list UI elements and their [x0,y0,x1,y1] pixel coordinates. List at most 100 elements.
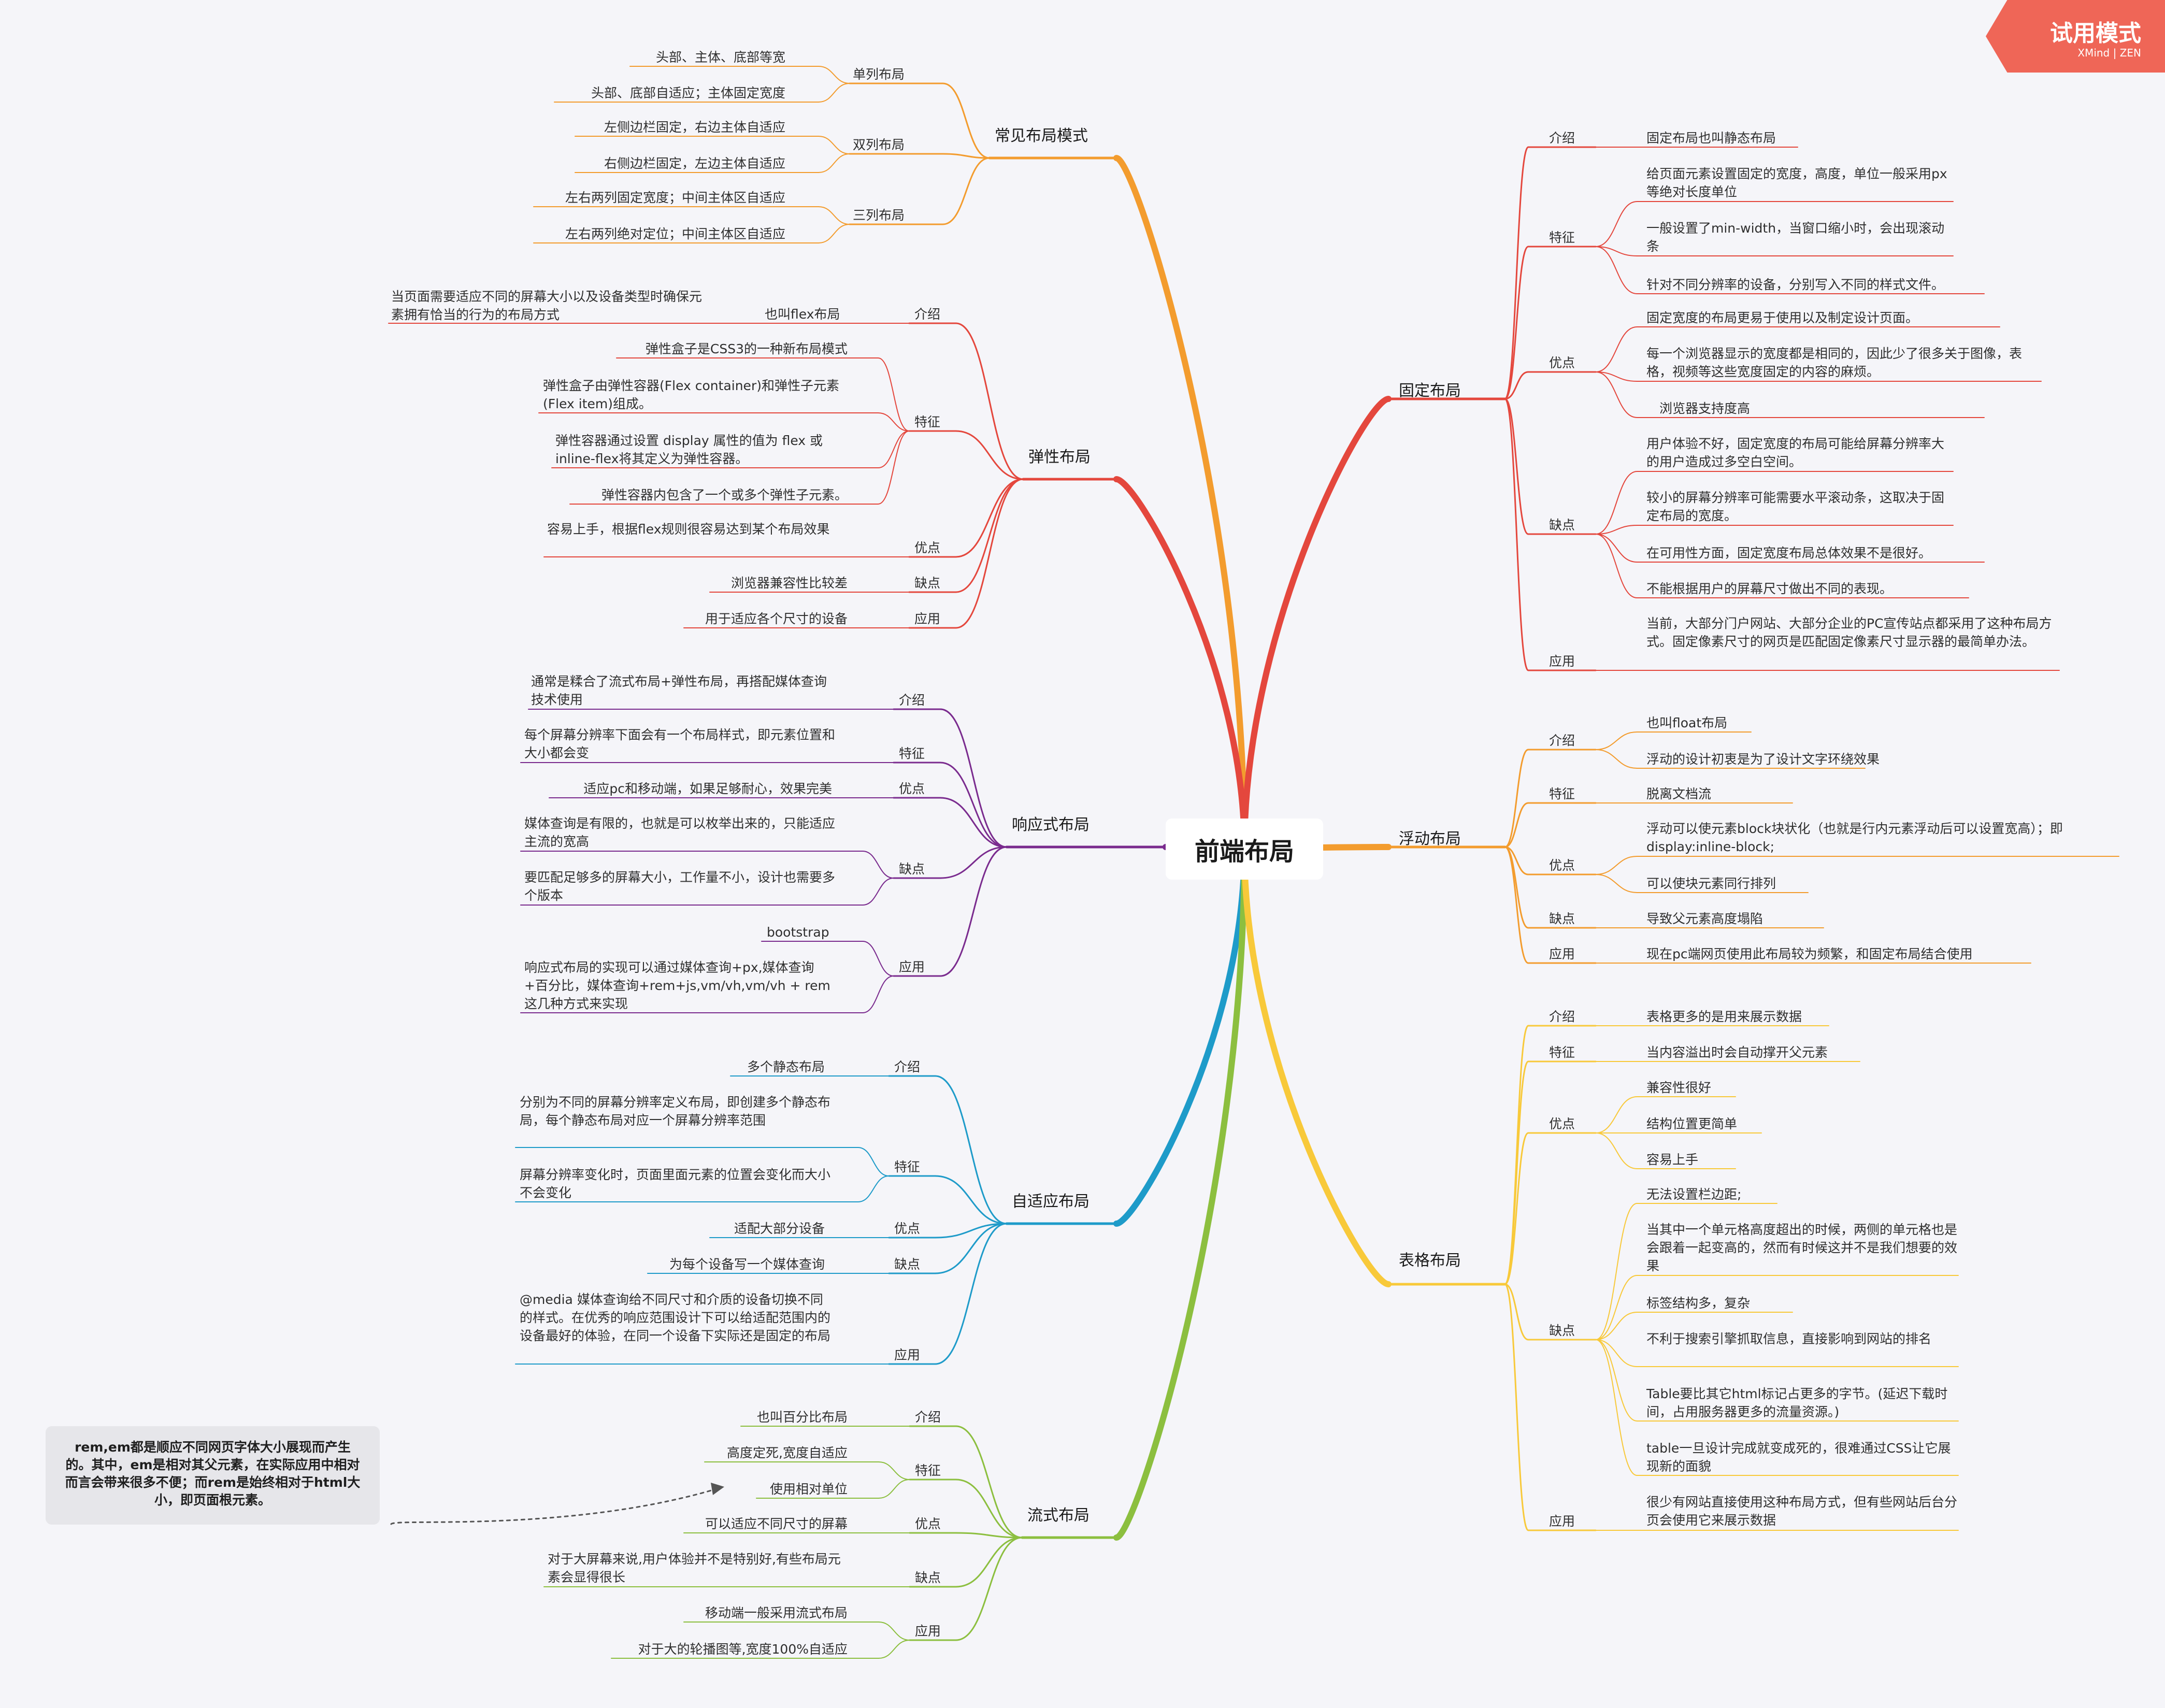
branch-responsive-layout[interactable]: 响应式布局 [1012,816,1089,834]
leaf[interactable]: 固定宽度的布局更易于使用以及制定设计页面。 [1646,310,1919,325]
leaf[interactable]: 也叫float布局 [1646,715,1728,730]
label-pros[interactable]: 优点 [1549,355,1575,370]
label-intro[interactable]: 介绍 [1549,733,1575,748]
label-apply[interactable]: 应用 [894,1347,921,1362]
leaf[interactable]: 浮动的设计初衷是为了设计文字环绕效果 [1646,752,1880,767]
leaf[interactable]: @media 媒体查询给不同尺寸和介质的设备切换不同的样式。在优秀的响应范围设计… [520,1292,831,1343]
label-cons[interactable]: 缺点 [914,576,941,591]
leaf[interactable]: 头部、主体、底部等宽 [655,50,785,65]
leaf[interactable]: 容易上手，根据flex规则很容易达到某个布局效果 [547,522,830,537]
label-feature[interactable]: 特征 [1549,230,1575,245]
leaf[interactable]: 响应式布局的实现可以通过媒体查询+px,媒体查询+百分比，媒体查询+rem+js… [524,960,830,1011]
label-cons[interactable]: 缺点 [1549,911,1575,926]
label-apply[interactable]: 应用 [899,959,925,974]
trial-mode-badge[interactable]: 试用模式 XMind | ZEN [1986,0,2165,73]
label-cons[interactable]: 缺点 [899,862,925,877]
topic-single-column[interactable]: 单列布局 [853,67,905,82]
leaf[interactable]: 标签结构多，复杂 [1646,1296,1751,1311]
leaf[interactable]: 右侧边栏固定，左边主体自适应 [604,156,785,171]
leaf[interactable]: Table要比其它html标记占更多的字节。(延迟下载时间，占用服务器更多的流量… [1646,1386,1948,1419]
label-pros[interactable]: 优点 [899,781,925,796]
label-feature[interactable]: 特征 [894,1159,921,1174]
leaf[interactable]: 在可用性方面，固定宽度布局总体效果不是很好。 [1646,546,1932,561]
label-pros[interactable]: 优点 [1549,858,1575,873]
label-apply[interactable]: 应用 [915,1624,941,1639]
leaf[interactable]: 现在pc端网页使用此布局较为频繁，和固定布局结合使用 [1646,946,1973,961]
leaf[interactable]: 左侧边栏固定，右边主体自适应 [604,120,785,135]
leaf[interactable]: table一旦设计完成就变成死的，很难通过CSS让它展现新的面貌 [1646,1441,1951,1474]
leaf[interactable]: 一般设置了min-width，当窗口缩小时，会出现滚动条 [1646,221,1945,254]
leaf[interactable]: 当前，大部分门户网站、大部分企业的PC宣传站点都采用了这种布局方式。固定像素尺寸… [1646,616,2052,649]
leaf[interactable]: 对于大屏幕来说,用户体验并不是特别好,有些布局元素会显得很长 [548,1552,841,1585]
leaf[interactable]: 弹性容器内包含了一个或多个弹性子元素。 [601,487,848,503]
label-feature[interactable]: 特征 [899,746,925,761]
leaf[interactable]: 高度定死,宽度自适应 [727,1445,848,1460]
leaf[interactable]: 分别为不同的屏幕分辨率定义布局，即创建多个静态布局，每个静态布局对应一个屏幕分辨… [520,1095,831,1128]
leaf[interactable]: 针对不同分辨率的设备，分别写入不同的样式文件。 [1646,277,1945,292]
leaf[interactable]: 左右两列固定宽度；中间主体区自适应 [565,190,785,205]
label-pros[interactable]: 优点 [1549,1116,1575,1131]
leaf[interactable]: 要匹配足够多的屏幕大小，工作量不小，设计也需要多个版本 [524,870,836,903]
label-feature[interactable]: 特征 [1549,1045,1575,1060]
label-pros[interactable]: 优点 [915,1516,941,1531]
leaf[interactable]: 每个屏幕分辨率下面会有一个布局样式，即元素位置和大小都会变 [524,727,836,760]
leaf[interactable]: 不能根据用户的屏幕尺寸做出不同的表现。 [1646,581,1893,596]
topic-double-column[interactable]: 双列布局 [853,137,905,152]
label-pros[interactable]: 优点 [894,1221,921,1236]
label-intro[interactable]: 介绍 [894,1059,921,1074]
leaf[interactable]: 给页面元素设置固定的宽度，高度，单位一般采用px等绝对长度单位 [1646,166,1947,199]
leaf[interactable]: 每一个浏览器显示的宽度都是相同的，因此少了很多关于图像，表格，视频等这些宽度固定… [1646,346,2023,379]
leaf[interactable]: 适配大部分设备 [734,1221,825,1236]
leaf[interactable]: 对于大的轮播图等,宽度100%自适应 [638,1642,848,1657]
branch-float-layout[interactable]: 浮动布局 [1399,830,1461,848]
floating-note[interactable]: rem,em都是顺应不同网页字体大小展现而产生的。其中，em是相对其父元素，在实… [46,1426,380,1525]
leaf[interactable]: 浏览器支持度高 [1659,401,1751,416]
leaf[interactable]: 多个静态布局 [747,1059,825,1074]
label-pros[interactable]: 优点 [914,540,941,555]
leaf[interactable]: 当页面需要适应不同的屏幕大小以及设备类型时确保元素拥有恰当的行为的布局方式 [391,289,702,322]
leaf[interactable]: 当内容溢出时会自动撑开父元素 [1646,1045,1828,1060]
leaf[interactable]: 固定布局也叫静态布局 [1646,131,1776,146]
branch-adaptive-layout[interactable]: 自适应布局 [1012,1193,1089,1211]
leaf[interactable]: 也叫百分比布局 [756,1410,848,1425]
leaf[interactable]: 当其中一个单元格高度超出的时候，两侧的单元格也是会跟着一起变高的，然而有时候这并… [1646,1222,1958,1273]
branch-flex-layout[interactable]: 弹性布局 [1028,448,1091,466]
leaf[interactable]: 可以使块元素同行排列 [1646,876,1776,891]
leaf[interactable]: 表格更多的是用来展示数据 [1646,1009,1802,1024]
label-cons[interactable]: 缺点 [1549,1323,1575,1338]
leaf[interactable]: 通常是糅合了流式布局+弹性布局，再搭配媒体查询技术使用 [531,674,827,707]
leaf[interactable]: 用户体验不好，固定宽度的布局可能给屏幕分辨率大的用户造成过多空白空间。 [1646,436,1945,469]
branch-fixed-layout[interactable]: 固定布局 [1399,382,1461,400]
leaf[interactable]: 左右两列绝对定位；中间主体区自适应 [565,226,785,241]
label-cons[interactable]: 缺点 [1549,518,1575,533]
label-apply[interactable]: 应用 [914,611,941,626]
leaf[interactable]: 适应pc和移动端，如果足够耐心，效果完美 [583,781,832,796]
label-cons[interactable]: 缺点 [915,1570,941,1585]
label-cons[interactable]: 缺点 [894,1257,921,1272]
leaf[interactable]: 导致父元素高度塌陷 [1646,911,1763,926]
label-feature[interactable]: 特征 [1549,786,1575,801]
leaf[interactable]: 使用相对单位 [769,1482,848,1497]
leaf[interactable]: 屏幕分辨率变化时，页面里面元素的位置会变化而大小不会变化 [520,1167,831,1200]
leaf[interactable]: 脱离文档流 [1646,786,1712,801]
label-apply[interactable]: 应用 [1549,946,1575,961]
leaf[interactable]: 很少有网站直接使用这种布局方式，但有些网站后台分页会使用它来展示数据 [1646,1495,1958,1528]
branch-table-layout[interactable]: 表格布局 [1399,1252,1461,1270]
label-apply[interactable]: 应用 [1549,1514,1575,1529]
label-intro[interactable]: 介绍 [915,1410,941,1425]
leaf[interactable]: 弹性盒子由弹性容器(Flex container)和弹性子元素(Flex ite… [543,378,839,411]
leaf[interactable]: 媒体查询是有限的，也就是可以枚举出来的，只能适应主流的宽高 [524,816,836,849]
leaf[interactable]: 可以适应不同尺寸的屏幕 [705,1516,848,1531]
label-apply[interactable]: 应用 [1549,654,1575,669]
label-intro[interactable]: 介绍 [899,693,925,708]
leaf[interactable]: 结构位置更简单 [1646,1116,1738,1131]
leaf[interactable]: 用于适应各个尺寸的设备 [705,611,848,626]
topic-triple-column[interactable]: 三列布局 [853,208,905,223]
leaf[interactable]: 头部、底部自适应；主体固定宽度 [591,85,785,101]
label-feature[interactable]: 特征 [915,1463,941,1478]
leaf[interactable]: 不利于搜索引擎抓取信息，直接影响到网站的排名 [1646,1331,1932,1346]
leaf[interactable]: 弹性盒子是CSS3的一种新布局模式 [645,341,848,356]
leaf[interactable]: 为每个设备写一个媒体查询 [669,1257,825,1272]
leaf[interactable]: 无法设置栏边距; [1646,1187,1742,1202]
label-feature[interactable]: 特征 [914,414,941,429]
